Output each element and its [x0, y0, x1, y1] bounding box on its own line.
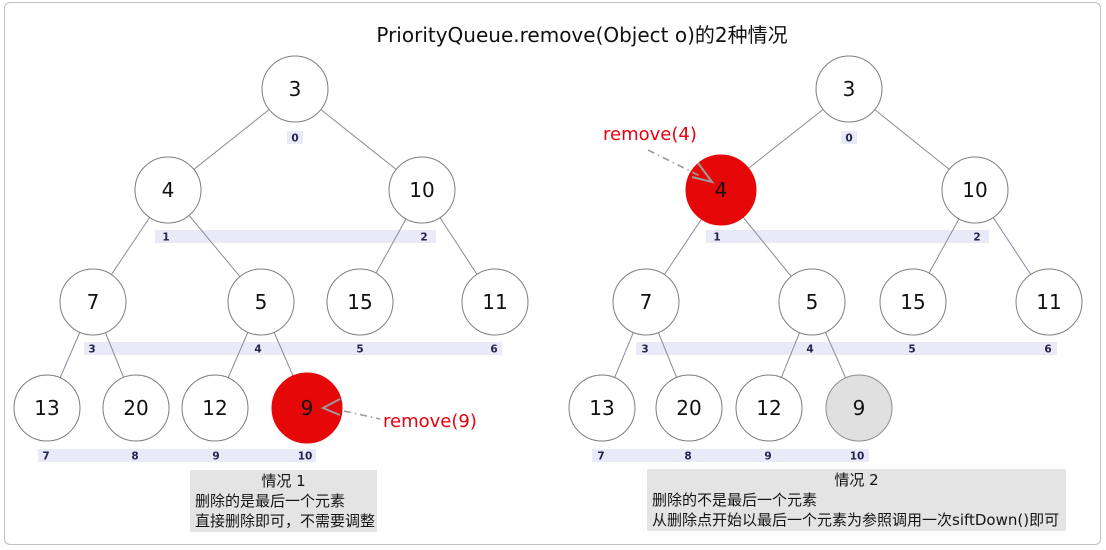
heap-node-case-2-idx2: [941, 156, 1009, 224]
heap-node-case-2-idx3: [612, 268, 680, 336]
heap-node-case-2-idx5: [879, 268, 947, 336]
index-label: 1: [162, 232, 169, 244]
node-value: 5: [806, 290, 819, 314]
index-label: 3: [88, 344, 95, 356]
node-value: 10: [962, 178, 987, 202]
heap-node-case-1-idx7: [13, 374, 81, 442]
index-label: 2: [420, 232, 427, 244]
heap-node-case-1-idx8: [102, 374, 170, 442]
diagram-title: PriorityQueue.remove(Object o)的2种情况: [376, 23, 787, 47]
node-value: 13: [34, 396, 59, 420]
index-label: 2: [973, 232, 980, 244]
heap-node-case-1-idx6: [461, 268, 529, 336]
node-value: 11: [1036, 290, 1061, 314]
arrow-head-icon: [320, 398, 341, 416]
heap-node-case-1-idx2: [388, 156, 456, 224]
node-value: 11: [482, 290, 507, 314]
heap-node-case-1-idx3: [59, 268, 127, 336]
index-label: 4: [806, 344, 813, 356]
heap-node-case-1-idx0: [261, 55, 329, 123]
node-value: 9: [301, 396, 314, 420]
remove-annotation-label: remove(9): [383, 411, 477, 432]
index-band: [841, 131, 857, 144]
heap-node-case-2-idx9: [735, 374, 803, 442]
case-1-caption-line1: 删除的是最后一个元素: [195, 492, 346, 510]
node-value: 9: [853, 396, 866, 420]
index-label: 8: [131, 451, 138, 463]
heap-node-case-2-idx7: [568, 374, 636, 442]
index-label: 9: [764, 451, 771, 463]
annotation-line: [343, 410, 381, 420]
heap-node-case-1-idx5: [326, 268, 394, 336]
index-label: 6: [1044, 344, 1051, 356]
heap-node-case-1-idx4: [227, 268, 295, 336]
node-value: 4: [162, 178, 175, 202]
case-2-caption: 情况 2 删除的不是最后一个元素 从删除点开始以最后一个元素为参照调用一次sif…: [647, 469, 1066, 531]
node-value: 3: [289, 77, 302, 101]
index-band: [38, 449, 316, 462]
index-label: 0: [845, 133, 852, 145]
node-value: 7: [87, 290, 100, 314]
index-band: [155, 230, 436, 243]
case-1-caption-line2: 直接删除即可，不需要调整: [195, 512, 376, 530]
heap-node-case-1-idx10: [271, 372, 343, 444]
node-value: 7: [640, 290, 653, 314]
node-value: 3: [843, 77, 856, 101]
heap-node-case-2-idx4: [778, 268, 846, 336]
case-1-caption: 情况 1 删除的是最后一个元素 直接删除即可，不需要调整: [190, 470, 377, 532]
index-band: [706, 230, 989, 243]
heap-node-case-2-idx8: [655, 374, 723, 442]
node-value: 15: [347, 290, 372, 314]
index-label: 4: [254, 344, 261, 356]
node-value: 20: [123, 396, 148, 420]
case-2-caption-line1: 删除的不是最后一个元素: [652, 491, 818, 509]
index-band: [636, 342, 1057, 355]
index-label: 10: [850, 451, 865, 463]
index-label: 6: [490, 344, 497, 356]
node-value: 4: [715, 178, 728, 202]
node-value: 10: [409, 178, 434, 202]
node-value: 13: [589, 396, 614, 420]
remove-annotation-label: remove(4): [603, 124, 697, 145]
index-label: 3: [641, 344, 648, 356]
case-2-caption-line2: 从删除点开始以最后一个元素为参照调用一次siftDown()即可: [652, 511, 1060, 529]
case-2-caption-heading: 情况 2: [834, 471, 879, 489]
index-label: 7: [42, 451, 49, 463]
index-label: 10: [298, 451, 313, 463]
node-value: 12: [202, 396, 227, 420]
index-band: [84, 342, 502, 355]
arrow-head-icon: [691, 162, 715, 184]
index-label: 9: [212, 451, 219, 463]
index-label: 5: [908, 344, 915, 356]
heap-node-case-2-idx6: [1015, 268, 1083, 336]
heap-node-case-2-idx0: [815, 55, 883, 123]
node-value: 15: [900, 290, 925, 314]
heap-node-case-1-idx9: [181, 374, 249, 442]
index-label: 1: [713, 232, 720, 244]
case-1-caption-heading: 情况 1: [261, 472, 306, 490]
heap-node-case-1-idx1: [134, 156, 202, 224]
node-value: 20: [676, 396, 701, 420]
index-band: [592, 449, 869, 462]
node-value: 5: [255, 290, 268, 314]
index-label: 8: [684, 451, 691, 463]
index-label: 7: [597, 451, 604, 463]
index-band: [287, 131, 303, 144]
index-label: 5: [356, 344, 363, 356]
heap-node-case-2-idx1: [685, 154, 757, 226]
node-value: 12: [756, 396, 781, 420]
heap-node-case-2-idx10: [825, 374, 893, 442]
index-label: 0: [291, 133, 298, 145]
